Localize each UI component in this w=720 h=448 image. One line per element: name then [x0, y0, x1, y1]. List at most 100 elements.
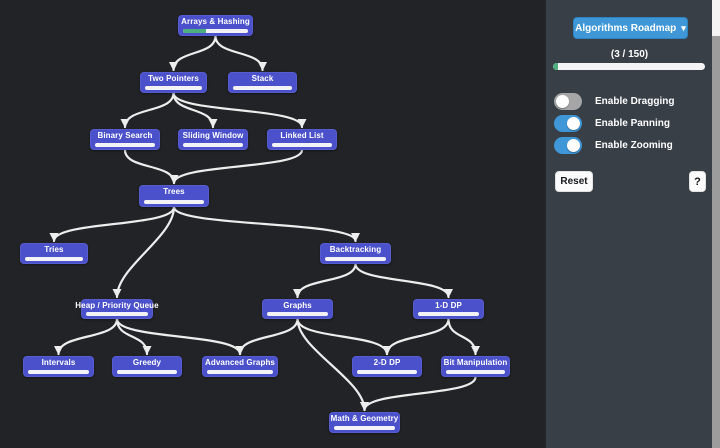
- edge-one-d-dp-to-bit-manipulation: [447, 317, 480, 356]
- node-label: Backtracking: [329, 245, 382, 254]
- node-heap-priority-queue[interactable]: Heap / Priority Queue: [75, 299, 159, 319]
- node-arrays-hashing[interactable]: Arrays & Hashing: [178, 15, 253, 36]
- edge-heap-priority-queue-to-advanced-graphs: [115, 317, 245, 356]
- node-label: Two Pointers: [148, 74, 199, 83]
- edge-trees-to-backtracking: [172, 205, 360, 243]
- node-progress-bar: [144, 200, 204, 204]
- toggle-row: Enable Zooming: [554, 137, 674, 154]
- node-progress-bar: [446, 370, 505, 374]
- node-label: Heap / Priority Queue: [75, 301, 159, 310]
- node-bit-manipulation[interactable]: Bit Manipulation: [441, 356, 510, 377]
- edge-graphs-to-two-d-dp: [296, 317, 392, 356]
- node-label: Stack: [251, 74, 274, 83]
- edge-trees-to-heap-priority-queue: [112, 205, 176, 299]
- scrollbar[interactable]: [712, 0, 720, 448]
- node-progress-bar: [267, 312, 328, 316]
- node-sliding-window[interactable]: Sliding Window: [178, 129, 248, 150]
- roadmap-selector-button[interactable]: Algorithms Roadmap ▾: [573, 17, 688, 39]
- node-label: Bit Manipulation: [443, 358, 508, 367]
- node-progress-bar: [325, 257, 386, 261]
- overall-progress-bar: [553, 63, 705, 70]
- toggle-enable-zooming[interactable]: [554, 137, 582, 154]
- node-graphs[interactable]: Graphs: [262, 299, 333, 319]
- overall-progress-fill: [553, 63, 558, 70]
- edge-graphs-to-advanced-graphs: [235, 317, 299, 356]
- node-backtracking[interactable]: Backtracking: [320, 243, 391, 264]
- edge-two-pointers-to-binary-search: [120, 91, 175, 129]
- scrollbar-thumb[interactable]: [712, 0, 720, 36]
- edge-heap-priority-queue-to-intervals: [54, 317, 119, 356]
- reset-button[interactable]: Reset: [555, 171, 593, 192]
- toggle-row: Enable Dragging: [554, 93, 674, 110]
- node-label: Linked List: [280, 131, 324, 140]
- node-progress-bar: [418, 312, 479, 316]
- edge-graphs-to-math-geometry: [296, 317, 369, 412]
- node-label: Arrays & Hashing: [181, 17, 250, 26]
- node-label: Graphs: [283, 301, 312, 310]
- node-progress-bar: [95, 143, 155, 147]
- edge-arrays-hashing-to-two-pointers: [169, 34, 217, 72]
- node-label: Math & Geometry: [330, 414, 399, 423]
- node-label: Sliding Window: [182, 131, 244, 140]
- toggle-enable-panning[interactable]: [554, 115, 582, 132]
- node-two-d-dp[interactable]: 2-D DP: [352, 356, 422, 377]
- edge-binary-search-to-trees: [123, 148, 179, 185]
- node-label: Binary Search: [97, 131, 153, 140]
- node-progress-bar: [28, 370, 89, 374]
- toggle-label: Enable Zooming: [595, 140, 673, 151]
- toggle-knob: [567, 139, 580, 152]
- node-progress-bar: [183, 29, 248, 33]
- sidebar: Algorithms Roadmap ▾ (3 / 150) Enable Dr…: [545, 0, 712, 448]
- edge-one-d-dp-to-two-d-dp: [382, 317, 450, 356]
- node-advanced-graphs[interactable]: Advanced Graphs: [202, 356, 278, 377]
- node-label: Trees: [163, 187, 185, 196]
- toggle-knob: [567, 117, 580, 130]
- node-math-geometry[interactable]: Math & Geometry: [329, 412, 400, 433]
- node-two-pointers[interactable]: Two Pointers: [140, 72, 207, 93]
- edge-linked-list-to-trees: [169, 148, 304, 185]
- toggle-row: Enable Panning: [554, 115, 674, 132]
- toggle-label: Enable Dragging: [595, 96, 675, 107]
- roadmap-edges: [49, 34, 480, 412]
- toggle-knob: [556, 95, 569, 108]
- node-label: 2-D DP: [373, 358, 401, 367]
- toggle-enable-dragging[interactable]: [554, 93, 582, 110]
- node-label: Advanced Graphs: [205, 358, 275, 367]
- edge-backtracking-to-one-d-dp: [354, 262, 453, 299]
- edge-two-pointers-to-sliding-window: [172, 91, 218, 129]
- node-greedy[interactable]: Greedy: [112, 356, 182, 377]
- node-label: 1-D DP: [435, 301, 462, 310]
- toggle-label: Enable Panning: [595, 118, 671, 129]
- edge-bit-manipulation-to-math-geometry: [360, 375, 477, 412]
- chevron-down-icon: ▾: [681, 22, 686, 33]
- node-progress-bar: [86, 312, 148, 316]
- help-button[interactable]: ?: [689, 171, 706, 192]
- edge-arrays-hashing-to-stack: [214, 34, 267, 72]
- node-progress-bar: [117, 370, 177, 374]
- node-progress-bar: [145, 86, 202, 90]
- node-progress-bar: [25, 257, 83, 261]
- roadmap-selector-label: Algorithms Roadmap: [575, 22, 677, 34]
- node-trees[interactable]: Trees: [139, 185, 209, 207]
- node-binary-search[interactable]: Binary Search: [90, 129, 160, 150]
- node-progress-bar: [334, 426, 395, 430]
- edge-backtracking-to-graphs: [293, 262, 357, 299]
- node-stack[interactable]: Stack: [228, 72, 297, 93]
- edge-two-pointers-to-linked-list: [172, 91, 307, 129]
- node-progress-bar: [183, 143, 243, 147]
- node-progress-bar: [233, 86, 292, 90]
- edge-trees-to-tries: [49, 205, 176, 243]
- node-linked-list[interactable]: Linked List: [267, 129, 337, 150]
- node-intervals[interactable]: Intervals: [23, 356, 94, 377]
- node-label: Tries: [44, 245, 64, 254]
- progress-count: (3 / 150): [610, 49, 649, 60]
- node-progress-bar: [207, 370, 273, 374]
- node-label: Intervals: [41, 358, 76, 367]
- edge-heap-priority-queue-to-greedy: [115, 317, 152, 356]
- node-one-d-dp[interactable]: 1-D DP: [413, 299, 484, 319]
- node-label: Greedy: [132, 358, 162, 367]
- node-progress-bar: [272, 143, 332, 147]
- node-tries[interactable]: Tries: [20, 243, 88, 264]
